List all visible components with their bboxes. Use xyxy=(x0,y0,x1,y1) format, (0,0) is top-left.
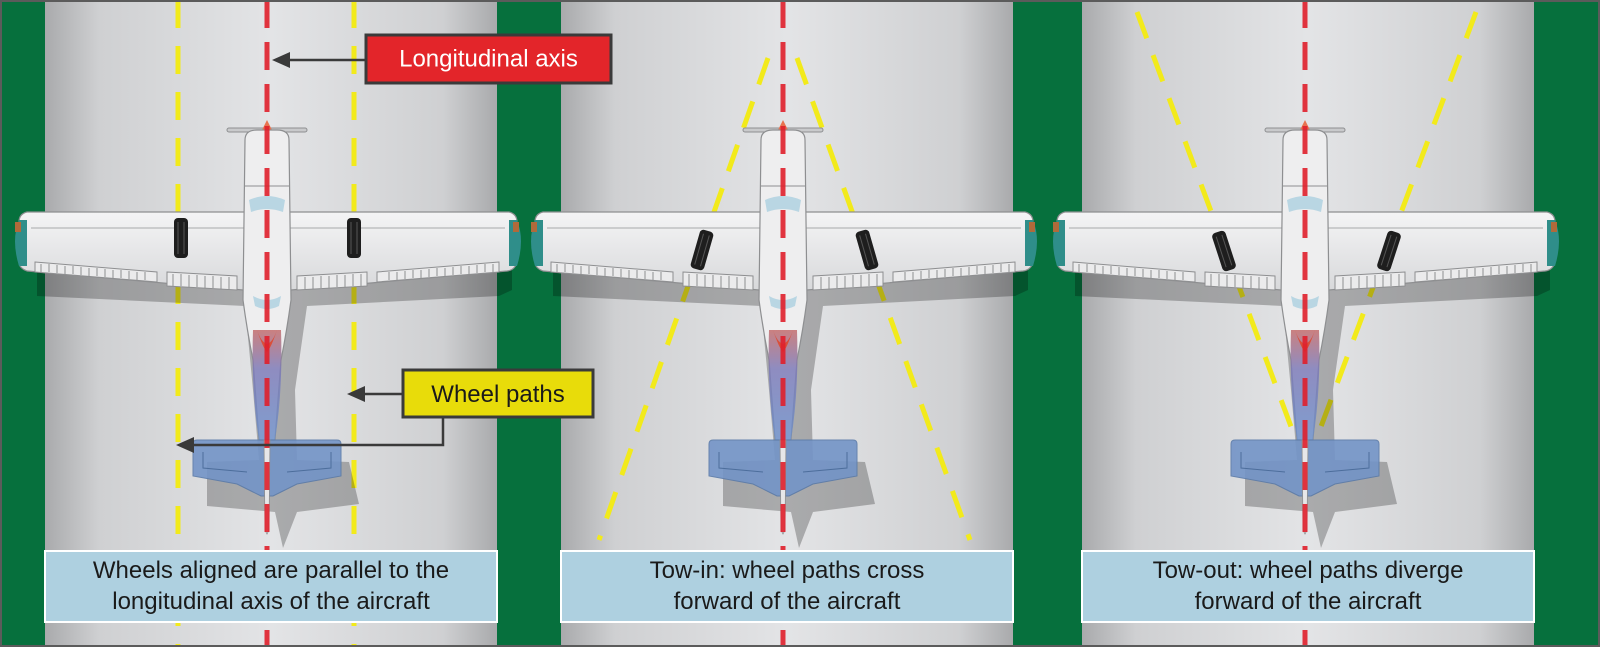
caption-box xyxy=(44,550,498,623)
wheel-paths-callout: Wheel paths xyxy=(176,368,595,453)
callout-label: Wheel paths xyxy=(431,381,564,408)
tire-left xyxy=(173,217,189,259)
arrowhead-icon xyxy=(176,437,194,453)
caption-line-1: Tow-in: wheel paths cross xyxy=(650,557,925,584)
callout-label: Longitudinal axis xyxy=(399,46,578,73)
caption-tow-out: Tow-out: wheel paths diverge forward of … xyxy=(1081,550,1535,623)
arrowhead-icon xyxy=(347,386,365,402)
caption-tow-in: Tow-in: wheel paths cross forward of the… xyxy=(560,550,1014,623)
panel-aligned xyxy=(14,0,522,647)
caption-line-2: forward of the aircraft xyxy=(1195,588,1422,615)
wheel-path-right xyxy=(1313,11,1479,441)
callout-box xyxy=(401,368,595,419)
panel-tow-out xyxy=(1052,0,1560,647)
caption-line-1: Tow-out: wheel paths diverge xyxy=(1153,557,1464,584)
panel-tow-in xyxy=(530,0,1038,647)
wheel-path-left xyxy=(1134,11,1299,441)
caption-aligned: Wheels aligned are parallel to the longi… xyxy=(44,550,498,623)
tire-right xyxy=(346,217,362,259)
caption-line-2: longitudinal axis of the aircraft xyxy=(112,588,430,615)
arrowhead-icon xyxy=(272,52,290,68)
caption-box xyxy=(1081,550,1535,623)
caption-box xyxy=(560,550,1014,623)
callout-leader-line xyxy=(190,417,445,447)
caption-line-2: forward of the aircraft xyxy=(674,588,901,615)
caption-line-1: Wheels aligned are parallel to the xyxy=(93,557,449,584)
callout-box xyxy=(364,33,613,85)
longitudinal-axis-callout: Longitudinal axis xyxy=(272,33,613,85)
